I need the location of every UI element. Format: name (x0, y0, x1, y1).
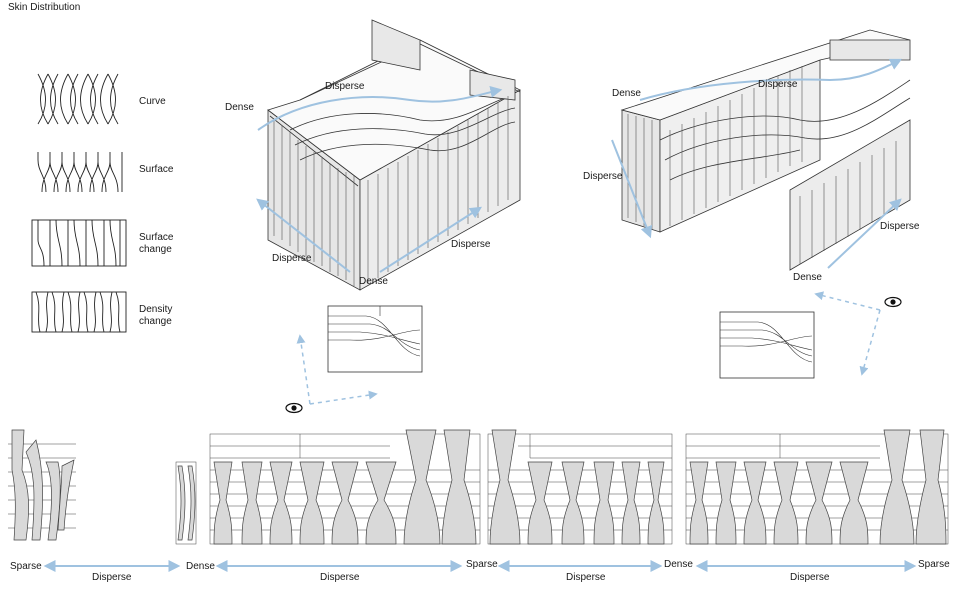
eye-icon (884, 296, 902, 308)
legend-surface-change-pattern (31, 219, 127, 267)
left-building-facade-hatching (273, 96, 509, 286)
left-dense-bottom-label: Dense (359, 276, 388, 287)
bottom-sparse-2: Sparse (466, 559, 498, 570)
legend-surface-label: Surface (139, 164, 174, 175)
bottom-disperse-4: Disperse (790, 572, 830, 583)
bottom-sparse-3: Sparse (918, 559, 950, 570)
legend-surface-change-label: Surface change (139, 232, 174, 255)
bottom-dense-1: Dense (186, 561, 215, 572)
right-isometric-building (620, 29, 911, 271)
bottom-disperse-2: Disperse (320, 572, 360, 583)
legend-curve-label: Curve (139, 96, 166, 107)
right-disperse-left-label: Disperse (583, 171, 623, 182)
left-disperse-left-label: Disperse (272, 253, 312, 264)
view-direction-arrows (296, 291, 881, 405)
legend-surface-pattern (37, 152, 123, 193)
right-disperse-right-label: Disperse (880, 221, 920, 232)
bottom-disperse-1: Disperse (92, 572, 132, 583)
elevation-panel-3 (209, 429, 481, 545)
right-disperse-top-label: Disperse (758, 79, 798, 90)
left-section-inset (327, 305, 423, 373)
legend-curve-pattern (37, 73, 119, 125)
left-disperse-top-label: Disperse (325, 81, 365, 92)
right-section-inset (719, 311, 815, 379)
bottom-disperse-3: Disperse (566, 572, 606, 583)
left-disperse-right-label: Disperse (451, 239, 491, 250)
right-building-facade-hatching (627, 66, 897, 264)
left-isometric-building (267, 19, 521, 291)
page-title: Skin Distribution (8, 2, 81, 13)
right-dense-bottom-label: Dense (793, 272, 822, 283)
bottom-sparse-1: Sparse (10, 561, 42, 572)
eye-icon (285, 402, 303, 414)
legend-density-change-pattern (31, 291, 127, 333)
elevation-panel-5 (685, 429, 949, 545)
right-dense-top-label: Dense (612, 88, 641, 99)
flow-arrows (256, 58, 903, 273)
elevation-panel-4 (487, 429, 673, 545)
left-dense-top-label: Dense (225, 102, 254, 113)
elevation-panel-2 (175, 461, 197, 545)
bottom-dense-2: Dense (664, 559, 693, 570)
elevation-panel-1 (8, 429, 76, 541)
legend-density-change-label: Density change (139, 304, 173, 327)
